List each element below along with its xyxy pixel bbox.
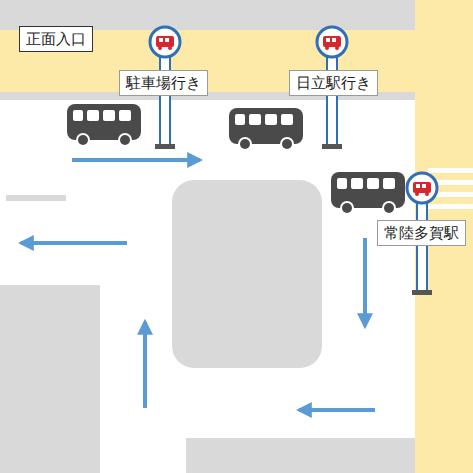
ground-block	[0, 285, 100, 473]
label-text: 正面入口	[26, 30, 86, 48]
label-text: 日立駅行き	[296, 74, 371, 92]
ground-block	[186, 438, 415, 473]
ground-block	[6, 195, 66, 201]
stop-label: 日立駅行き	[289, 70, 378, 96]
traffic-arrow	[21, 160, 375, 410]
label-text: 駐車場行き	[126, 74, 201, 92]
stop-label: 常陸多賀駅	[377, 220, 466, 246]
label-text: 常陸多賀駅	[384, 224, 459, 242]
stop-label: 駐車場行き	[119, 70, 208, 96]
entrance-label: 正面入口	[19, 26, 93, 52]
roundabout-island	[172, 180, 322, 368]
